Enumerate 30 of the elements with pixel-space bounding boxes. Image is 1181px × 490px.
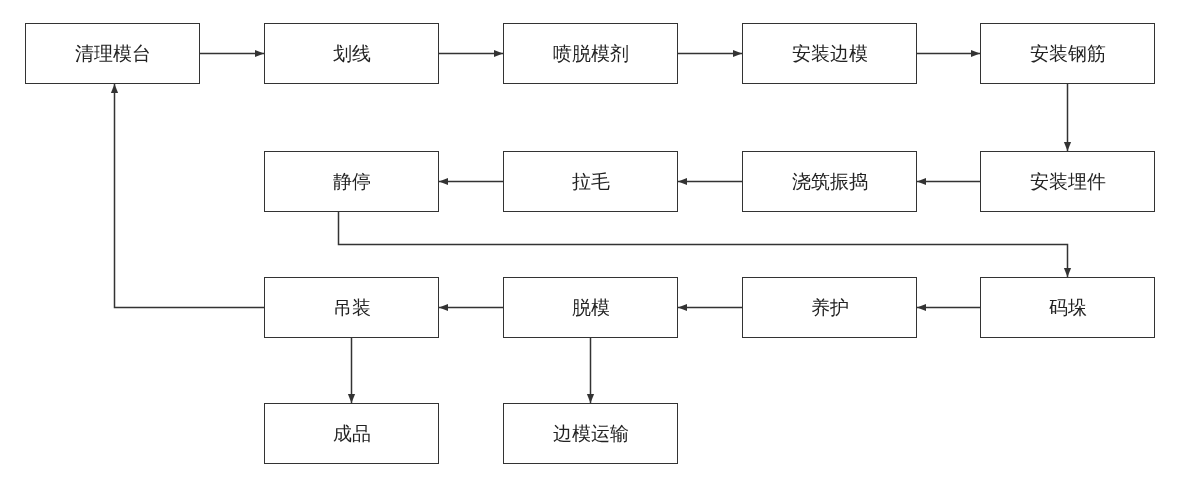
process-box: 脱模: [503, 277, 678, 338]
arrow: [677, 303, 743, 312]
process-box: 安装埋件: [980, 151, 1155, 212]
process-box: 划线: [264, 23, 439, 84]
arrow: [110, 83, 265, 309]
arrow: [677, 177, 743, 186]
process-box: 清理模台: [25, 23, 200, 84]
process-box: 喷脱模剂: [503, 23, 678, 84]
arrow: [916, 49, 981, 58]
process-box: 安装钢筋: [980, 23, 1155, 84]
process-box: 浇筑振捣: [742, 151, 917, 212]
process-box: 安装边模: [742, 23, 917, 84]
arrow: [677, 49, 743, 58]
process-box: 静停: [264, 151, 439, 212]
arrow: [438, 49, 504, 58]
process-box: 拉毛: [503, 151, 678, 212]
process-box: 码垛: [980, 277, 1155, 338]
arrow: [438, 303, 504, 312]
arrow: [438, 177, 504, 186]
process-box: 边模运输: [503, 403, 678, 464]
arrow: [199, 49, 265, 58]
arrow: [1063, 83, 1072, 152]
arrow: [916, 177, 981, 186]
process-box: 吊装: [264, 277, 439, 338]
process-box: 养护: [742, 277, 917, 338]
arrow: [586, 337, 595, 404]
arrow: [337, 211, 1072, 278]
arrow: [916, 303, 981, 312]
arrow: [347, 337, 356, 404]
process-box: 成品: [264, 403, 439, 464]
